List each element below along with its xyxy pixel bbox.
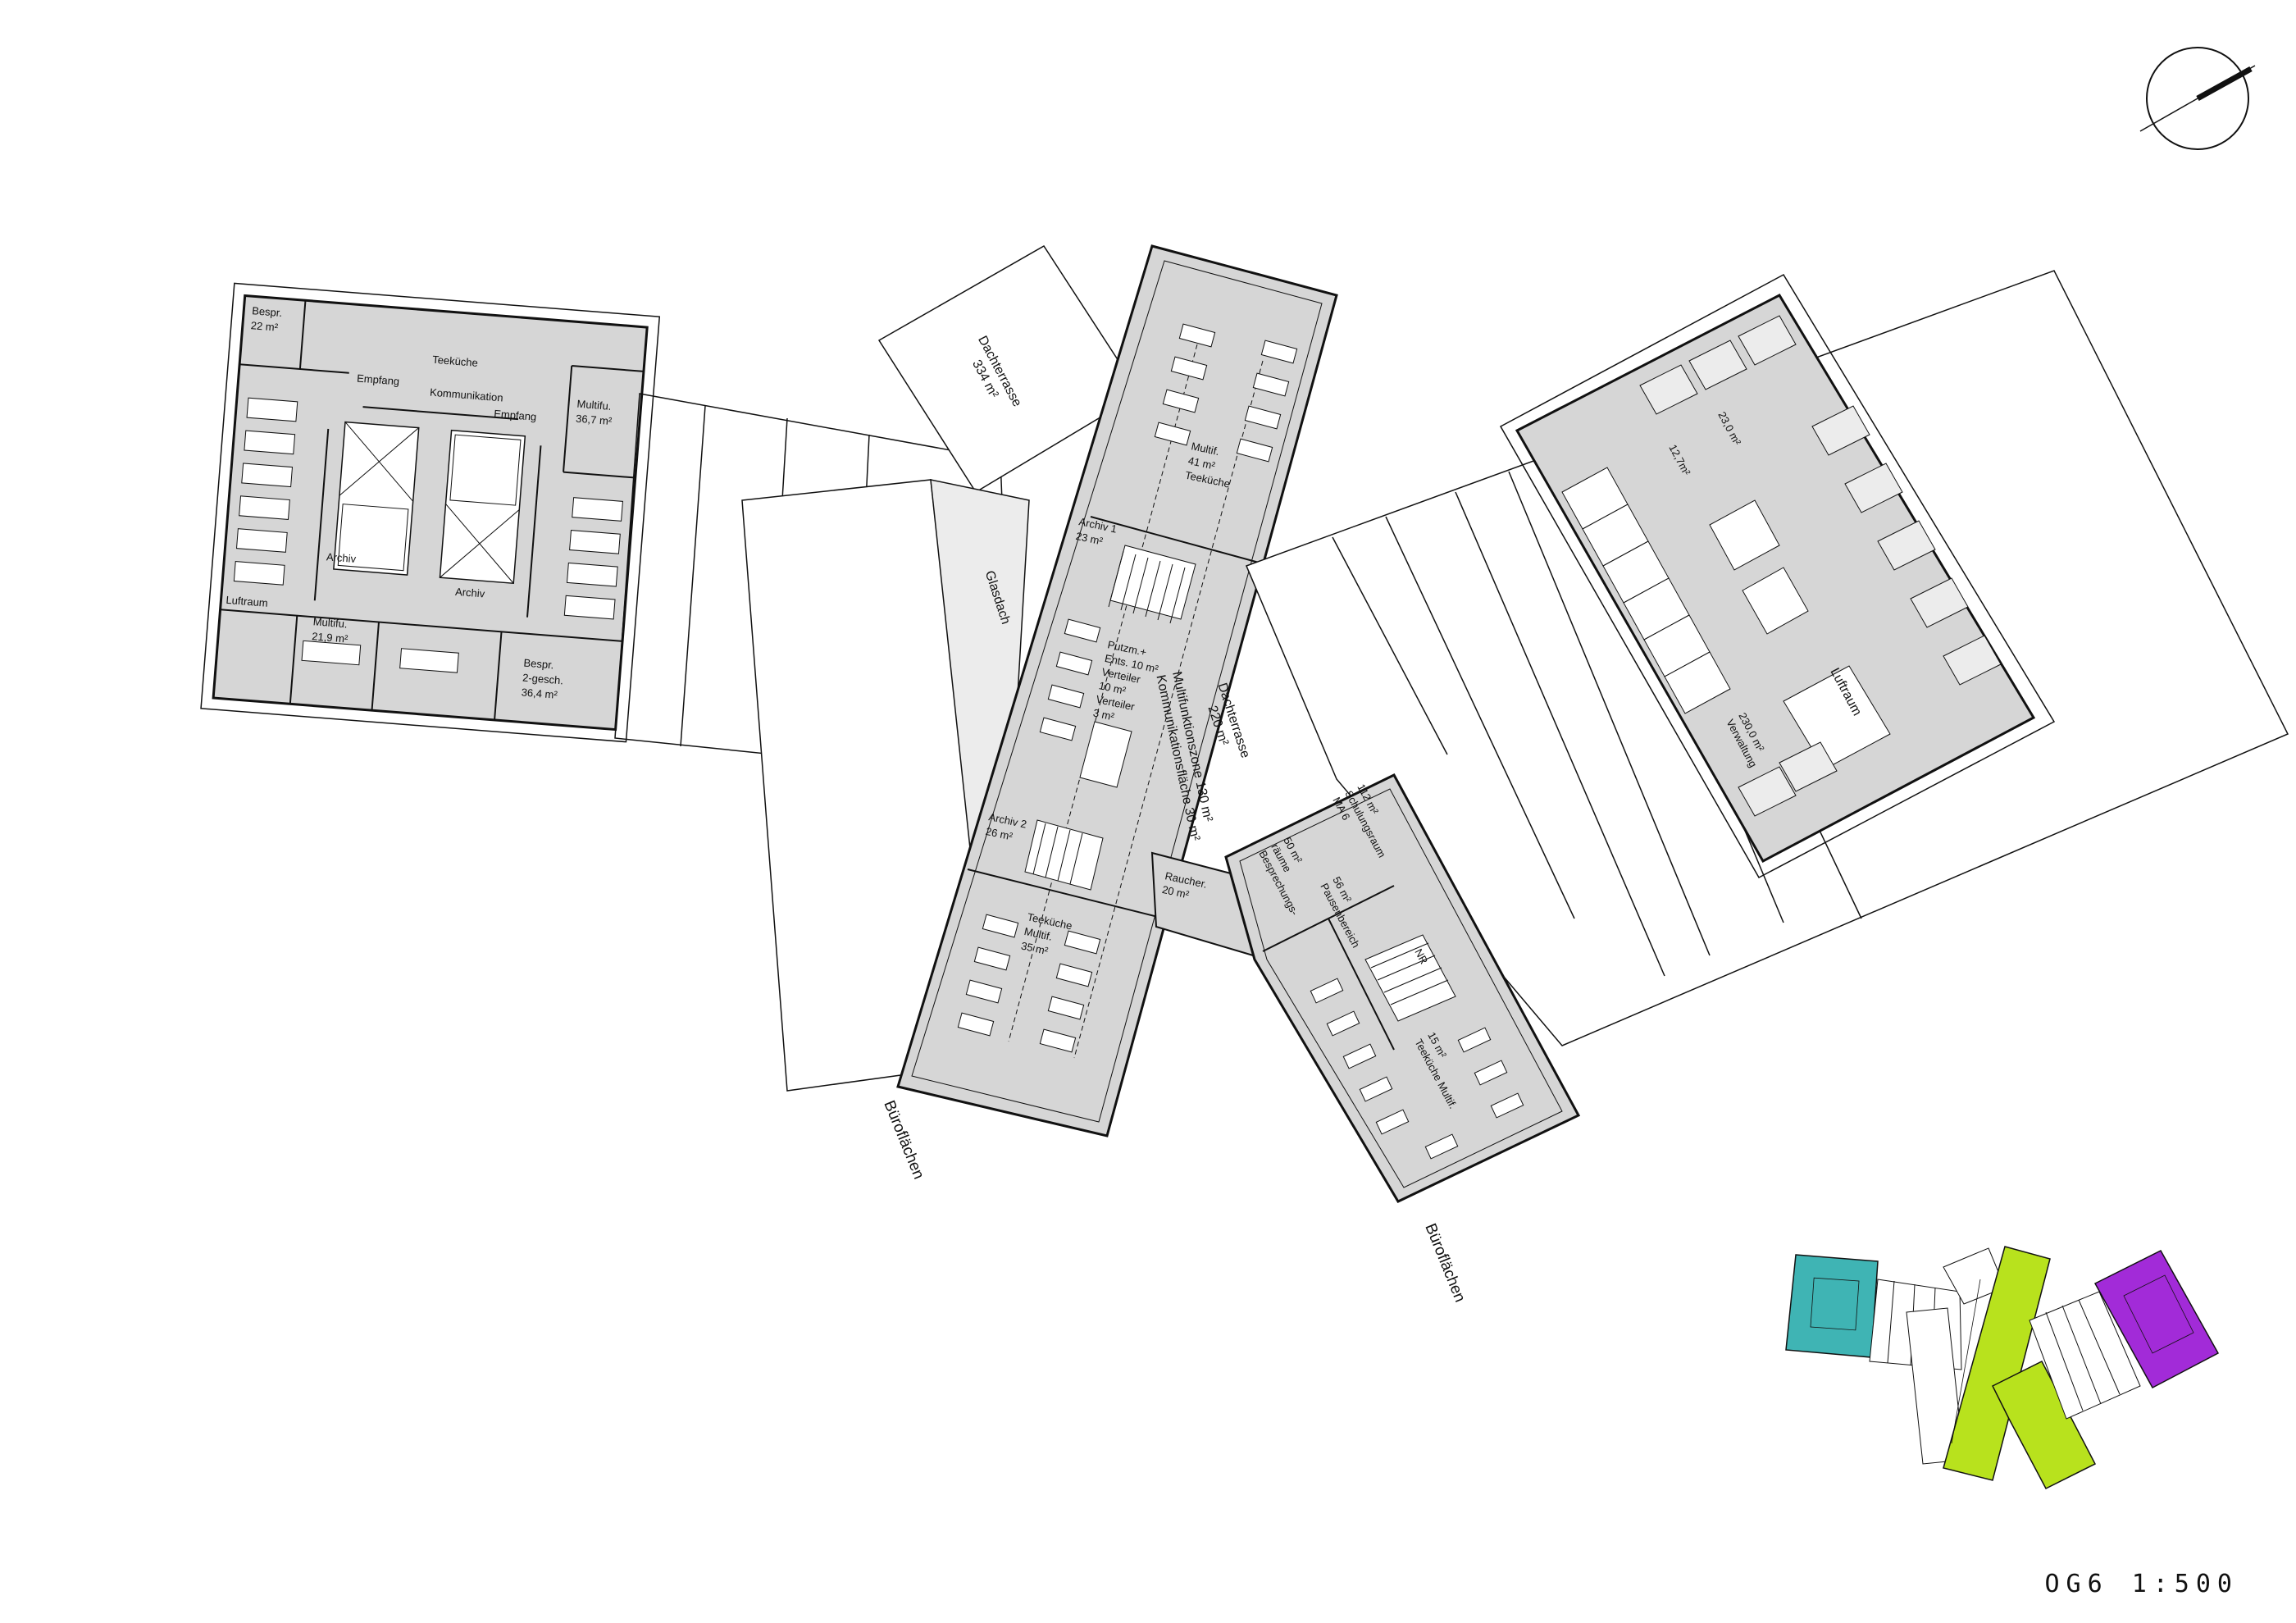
west-wing: Bespr. 22 m² Teeküche Empfang Kommunikat… — [200, 282, 661, 743]
room-luftraum: Luftraum — [226, 594, 268, 609]
svg-text:26 m²: 26 m² — [985, 825, 1014, 843]
west-wing-floor — [212, 294, 649, 732]
svg-text:Multif.: Multif. — [1190, 440, 1220, 458]
east-wing: 23,0 m² 12,7m² Luftraum Verwaltung 230,0… — [1499, 274, 2056, 879]
svg-text:23 m²: 23 m² — [1075, 530, 1105, 548]
room-empfang1: Empfang — [357, 372, 400, 388]
room-multifu1: Multifu. — [576, 398, 612, 413]
room-multifu2: Multifu. — [312, 615, 348, 630]
room-bespr1: Bespr. — [252, 304, 283, 319]
key-plan-south-wing — [1991, 1360, 2097, 1489]
caption-bueroflaechen-left: Büroflächen — [880, 1098, 927, 1182]
room-archiv1: Archiv — [326, 550, 357, 565]
svg-text:41 m²: 41 m² — [1187, 454, 1217, 472]
roof-dachterrasse-334: Dachterrasse 334 m² — [877, 244, 1141, 494]
svg-text:36,4 m²: 36,4 m² — [521, 686, 558, 700]
svg-text:21,9 m²: 21,9 m² — [312, 630, 349, 645]
svg-text:Multif.: Multif. — [1023, 925, 1054, 943]
svg-text:Büroflächen: Büroflächen — [1421, 1221, 1468, 1305]
north-arrow-icon — [2139, 47, 2256, 150]
center-wing: Multif. 41 m² Teeküche Archiv 1 23 m² Pu… — [896, 244, 1338, 1137]
south-wing: MA 6 Schulungsraum 112 m² Besprechungs- … — [1224, 773, 1581, 1203]
svg-text:2-gesch.: 2-gesch. — [522, 671, 564, 686]
svg-text:35 m²: 35 m² — [1020, 939, 1050, 957]
key-plan-west-wing — [1785, 1254, 1879, 1358]
svg-text:10 m²: 10 m² — [1098, 679, 1128, 697]
key-plan — [1785, 1246, 2220, 1489]
svg-text:36,7 m²: 36,7 m² — [576, 413, 613, 427]
svg-text:20 m²: 20 m² — [1161, 883, 1191, 901]
room-archiv2: Archiv — [455, 586, 486, 600]
scale-label: 1:500 — [2131, 1570, 2239, 1598]
key-plan-east-wing — [2093, 1250, 2220, 1389]
sheet-title: OG6 1:500 — [2045, 1570, 2239, 1598]
svg-text:Büroflächen: Büroflächen — [880, 1098, 927, 1182]
room-bespr2: Bespr. — [523, 657, 554, 672]
room-teekueche: Teeküche — [432, 353, 479, 369]
floor-label: OG6 — [2044, 1570, 2109, 1598]
svg-text:3 m²: 3 m² — [1092, 706, 1116, 723]
room-kommunikation: Kommunikation — [430, 386, 504, 404]
svg-text:22 m²: 22 m² — [250, 319, 279, 334]
key-plan-center-wing — [1943, 1246, 2051, 1481]
center-wing-floor — [896, 244, 1338, 1137]
caption-bueroflaechen-right: Büroflächen — [1421, 1221, 1468, 1305]
room-empfang2: Empfang — [494, 408, 537, 423]
